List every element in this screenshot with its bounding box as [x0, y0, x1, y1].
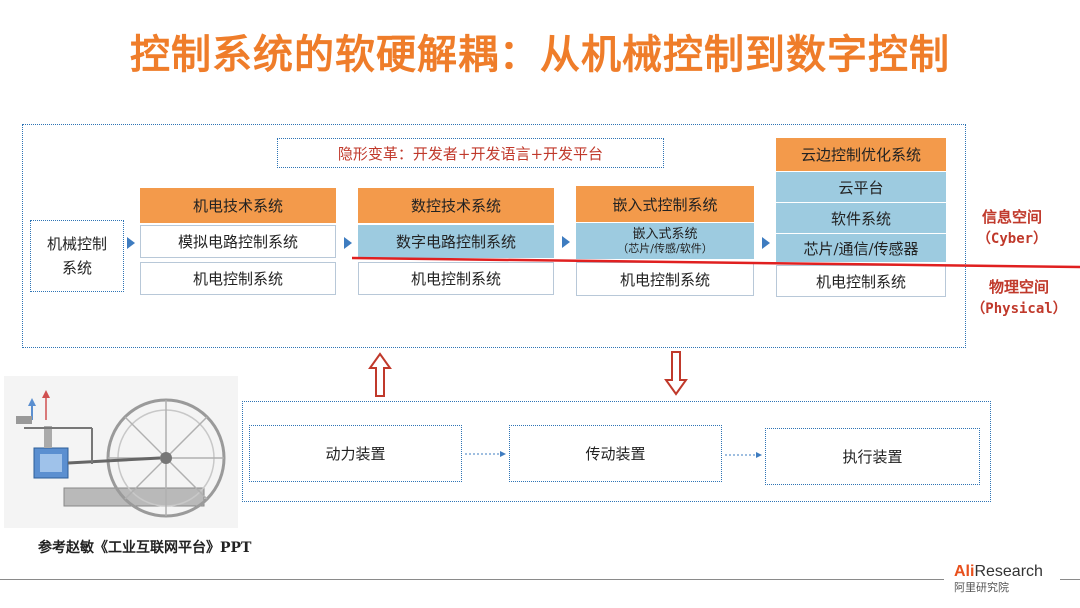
col3-header: 嵌入式控制系统	[576, 186, 754, 222]
col4-chip-comm-sensor: 芯片/通信/传感器	[776, 234, 946, 262]
col1-middle: 模拟电路控制系统	[140, 225, 336, 258]
reference-caption: 参考赵敏《工业互联网平台》PPT	[38, 540, 252, 556]
logo-sub: 阿里研究院	[954, 581, 1009, 594]
col2-middle: 数字电路控制系统	[358, 225, 554, 258]
aliresearch-logo: AliResearch 阿里研究院	[954, 564, 1058, 596]
arrow-right-icon	[562, 236, 570, 248]
col3-middle-line2: （芯片/传感/软件）	[617, 242, 713, 255]
mechanical-control-box: 机械控制系统	[30, 220, 124, 292]
actuator-device-box: 执行装置	[765, 428, 980, 485]
col2-bottom: 机电控制系统	[358, 262, 554, 295]
transmission-device-box: 传动装置	[509, 425, 722, 482]
col3-middle-line1: 嵌入式系统	[632, 227, 698, 242]
col2-header: 数控技术系统	[358, 188, 554, 223]
page-title: 控制系统的软硬解耦：从机械控制到数字控制	[130, 32, 950, 78]
mechanical-control-label: 机械控制系统	[46, 235, 107, 277]
arrow-right-icon	[344, 237, 352, 249]
steam-engine-illustration	[4, 376, 238, 528]
cyber-label-cn: 信息空间	[981, 208, 1042, 226]
col1-bottom: 机电控制系统	[140, 262, 336, 295]
footer-divider-right	[1060, 579, 1080, 580]
arrow-right-icon	[762, 237, 770, 249]
arrow-right-icon	[127, 237, 135, 249]
steam-engine-icon	[16, 390, 226, 518]
col3-middle: 嵌入式系统 （芯片/传感/软件）	[576, 223, 754, 259]
logo-brand-research: Research	[974, 563, 1043, 580]
col4-software-system: 软件系统	[776, 203, 946, 233]
physical-label-cn: 物理空间	[988, 278, 1049, 296]
physical-label-en: （Physical）	[971, 301, 1067, 317]
physical-label: 物理空间 （Physical）	[966, 276, 1072, 320]
banner-hidden-revolution: 隐形变革：开发者+开发语言+开发平台	[277, 138, 664, 168]
col1-header: 机电技术系统	[140, 188, 336, 223]
footer-divider	[0, 579, 944, 580]
hollow-down-arrow-icon	[664, 351, 688, 396]
cyber-label-en: （Cyber）	[976, 231, 1048, 247]
logo-brand-ali: Ali	[954, 563, 975, 580]
power-device-box: 动力装置	[249, 425, 462, 482]
device-frame	[242, 401, 991, 502]
col4-header: 云边控制优化系统	[776, 138, 946, 171]
cyber-label: 信息空间 （Cyber）	[966, 206, 1058, 250]
evolution-frame	[22, 124, 966, 348]
hollow-up-arrow-icon	[368, 352, 392, 397]
col4-cloud-platform: 云平台	[776, 172, 946, 202]
